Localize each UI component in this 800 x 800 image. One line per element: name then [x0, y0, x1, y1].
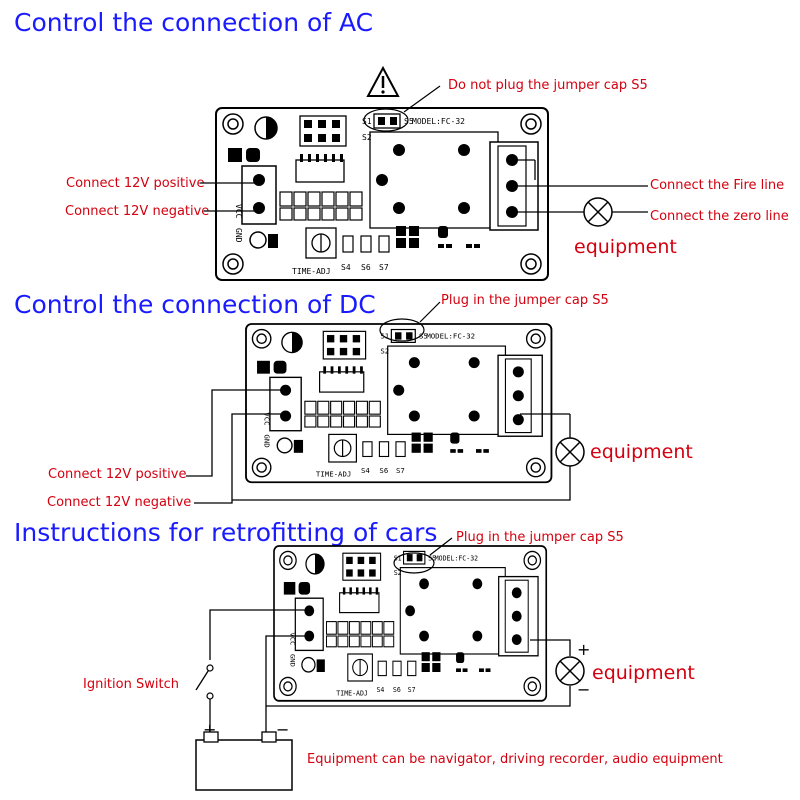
car-s6-text: S6	[393, 686, 401, 694]
ac-jumper-highlight	[363, 108, 409, 132]
car-jumper-note: Plug in the jumper cap S5	[456, 530, 624, 545]
car-jumper-highlight	[393, 552, 435, 574]
car-equipment-plus: +	[577, 640, 591, 659]
ac-s2-text: S2	[362, 133, 372, 142]
car-vcc-text: VCC	[288, 632, 296, 645]
ac-equipment-label: equipment	[574, 236, 677, 258]
dc-vcc-label: Connect 12V positive	[48, 467, 187, 482]
ac-fire-label: Connect the Fire line	[650, 178, 785, 193]
battery-minus-sign: −	[276, 720, 290, 739]
section-dc-title: Control the connection of DC	[14, 290, 376, 319]
section-ac-title: Control the connection of AC	[14, 8, 374, 37]
dc-s4-text: S4	[361, 466, 370, 475]
dc-s6-text: S6	[379, 466, 388, 475]
ac-zero-label: Connect the zero line	[650, 209, 789, 224]
ac-s5-text: S5	[404, 117, 414, 126]
ac-s1-text: S1	[362, 117, 372, 126]
ignition-switch-icon	[195, 667, 211, 691]
dc-gnd-label: Connect 12V negative	[47, 495, 192, 510]
dc-equipment-label: equipment	[590, 441, 693, 463]
car-equipment-label: equipment	[592, 662, 695, 684]
car-equipment-minus: −	[577, 680, 591, 699]
car-gnd-text: GND	[288, 654, 296, 667]
ac-vcc-label: Connect 12V positive	[66, 176, 205, 191]
dc-relay-board: MODEL:FC-32 VCC GND TIME-ADJ S4 S6 S7 S1…	[245, 323, 553, 484]
ac-equipment-lamp-icon	[583, 197, 613, 227]
dc-s5-text: S5	[419, 332, 428, 341]
ac-relay-board: MODEL:FC-32 VCC GND TIME-ADJ S4 S6 S7 S1…	[215, 107, 549, 281]
section-car-title: Instructions for retrofitting of cars	[14, 518, 438, 547]
ac-s7-text: S7	[379, 263, 389, 272]
dc-vcc-text: VCC	[262, 412, 271, 425]
ac-s6-text: S6	[361, 263, 371, 272]
ac-gnd-label: Connect 12V negative	[65, 204, 210, 219]
warning-icon	[366, 65, 400, 97]
battery-icon	[195, 731, 293, 791]
car-s4-text: S4	[377, 686, 385, 694]
dc-time-adj-text: TIME-ADJ	[316, 470, 351, 479]
car-s2-text: S2	[394, 569, 402, 577]
ignition-switch-label: Ignition Switch	[83, 677, 179, 692]
car-relay-board: MODEL:FC-32 VCC GND TIME-ADJ S4 S6 S7 S1…	[273, 545, 548, 702]
dc-equipment-lamp-icon	[555, 437, 585, 467]
car-s7-text: S7	[408, 686, 416, 694]
dc-gnd-text: GND	[262, 434, 271, 447]
ac-jumper-pointer	[403, 85, 441, 113]
dc-jumper-highlight	[379, 318, 425, 342]
car-equipment-note: Equipment can be navigator, driving reco…	[307, 752, 723, 767]
ac-model-text: MODEL:FC-32	[412, 117, 465, 126]
ac-time-adj-text: TIME-ADJ	[292, 267, 331, 276]
dc-jumper-note: Plug in the jumper cap S5	[441, 293, 609, 308]
car-s1-text: S1	[394, 554, 402, 562]
ac-jumper-note: Do not plug the jumper cap S5	[448, 78, 648, 93]
car-model-text: MODEL:FC-32	[435, 554, 478, 562]
ac-gnd-text: GND	[234, 228, 243, 243]
car-equipment-lamp-icon	[555, 656, 585, 686]
dc-s7-text: S7	[396, 466, 405, 475]
dc-s2-text: S2	[380, 346, 389, 355]
ac-s4-text: S4	[341, 263, 351, 272]
dc-model-text: MODEL:FC-32	[426, 332, 475, 341]
car-time-adj-text: TIME-ADJ	[336, 689, 368, 697]
